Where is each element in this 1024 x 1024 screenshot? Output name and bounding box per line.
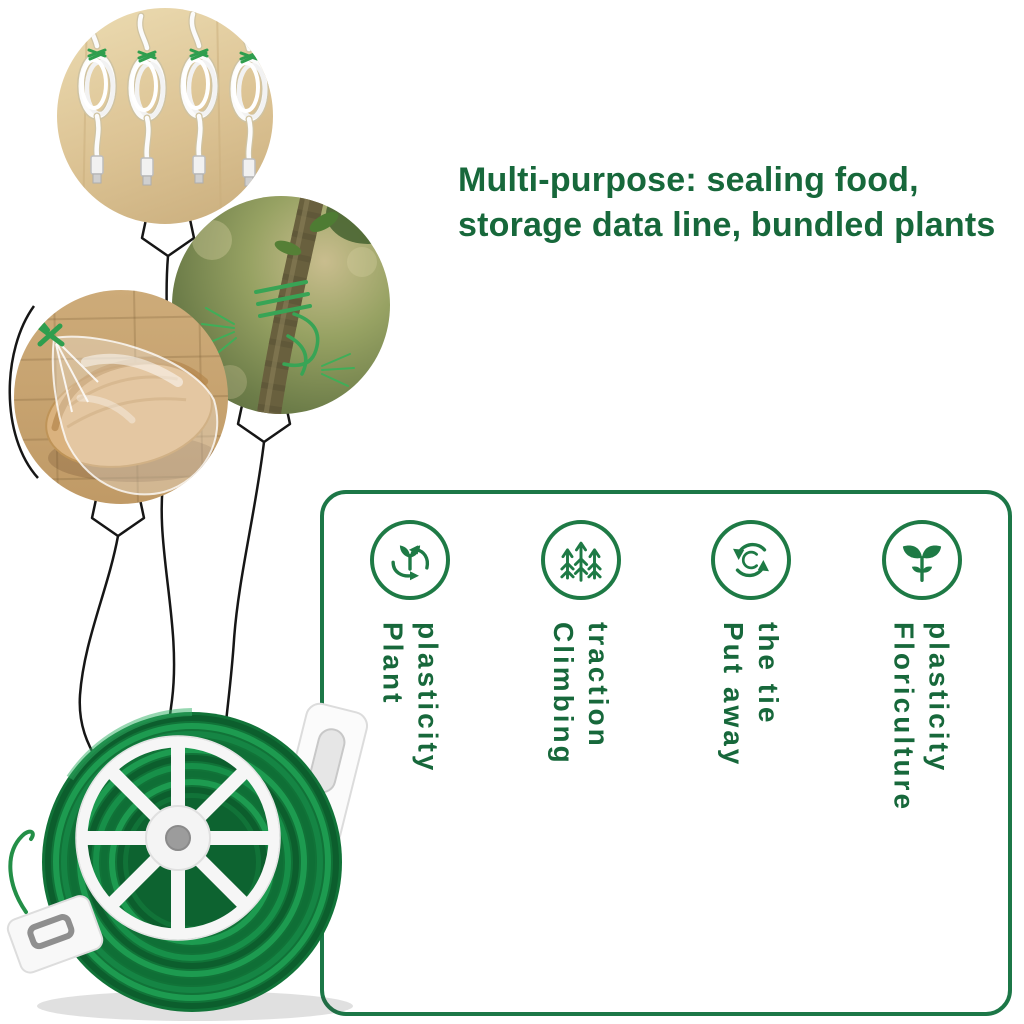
photo-wire-spool <box>0 686 370 1024</box>
feature-floriculture-plasticity: Floriculture plasticity <box>838 520 1006 1002</box>
photo-bundled-cables <box>57 8 273 224</box>
headline: Multi-purpose: sealing food, storage dat… <box>458 161 996 244</box>
features-panel: Plant plasticity Climbing traction <box>320 490 1012 1016</box>
seedling-icon <box>881 520 962 600</box>
feature-put-away-the-tie: Put away the tie <box>667 520 835 1002</box>
feature-climbing-traction: Climbing traction <box>497 520 665 1002</box>
wire-wraps <box>254 280 320 376</box>
feature-label: Climbing traction <box>547 622 614 766</box>
plant-rotation-icon <box>370 520 451 600</box>
feature-plant-plasticity: Plant plasticity <box>326 520 494 1002</box>
sketch-arc <box>8 305 39 479</box>
feature-label: Floriculture plasticity <box>888 622 955 813</box>
climbing-trees-icon <box>540 520 621 600</box>
photo-bread-bag-sealed <box>14 290 228 504</box>
feature-label: Put away the tie <box>718 622 785 768</box>
wire-cutter <box>6 895 104 974</box>
wire-spool-illustration <box>6 702 369 1021</box>
circular-arrows-icon <box>711 520 792 600</box>
feature-label: Plant plasticity <box>377 622 444 774</box>
bread-bag-illustration <box>14 290 228 504</box>
photo-plant-stem-tied <box>172 196 390 414</box>
wire-tail <box>8 829 35 914</box>
reel-flange <box>75 735 281 941</box>
cables-illustration <box>77 8 269 224</box>
